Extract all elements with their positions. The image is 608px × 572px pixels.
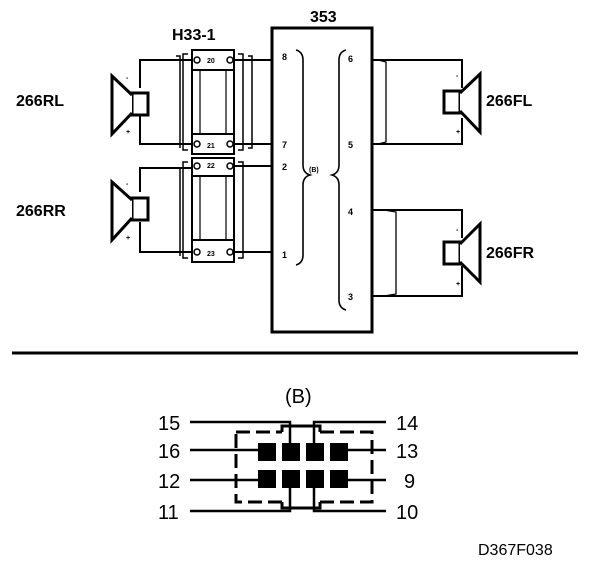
brace-right (329, 49, 347, 311)
harness-bracket (238, 161, 244, 259)
wire-rl-neg (139, 59, 193, 62)
polarity-mark: - (456, 73, 459, 80)
terminal-dot (193, 162, 201, 170)
leader-10 (312, 488, 386, 513)
unit-pin-2: 2 (282, 162, 287, 172)
harness-bracket (182, 161, 188, 259)
polarity-mark: + (126, 129, 130, 136)
pin-label-14: 14 (396, 413, 418, 435)
connector-key-bottom (280, 502, 322, 510)
wire-rr-pos (139, 222, 193, 253)
pin-label-15: 15 (158, 413, 180, 435)
connector-pin-15 (282, 443, 300, 461)
unit-353-box (270, 26, 374, 334)
terminal-dot (226, 162, 234, 170)
leader-15 (190, 420, 292, 443)
pin-label-10: 10 (396, 502, 418, 524)
speaker-rl-icon (110, 72, 150, 138)
bracket-b-label: (B) (309, 167, 319, 174)
connector-title: (B) (285, 386, 312, 408)
unit-pin-5: 5 (348, 140, 353, 150)
wire-3-to-fr (372, 266, 463, 297)
connector-outline (234, 430, 374, 504)
harness-block-upper (191, 49, 235, 155)
unit-pin-3: 3 (348, 292, 353, 302)
terminal-23: 23 (207, 251, 215, 258)
speaker-fl-icon (442, 70, 482, 136)
leader-11 (190, 488, 292, 513)
speaker-rr-label: 266RR (16, 203, 66, 220)
terminal-dot (193, 56, 201, 64)
wire-5-to-fl (372, 118, 463, 145)
connector-pin-16 (258, 443, 276, 461)
connector-pin-14 (306, 443, 324, 461)
terminal-21: 21 (207, 143, 215, 150)
pin-label-16: 16 (158, 441, 180, 463)
wire-4-to-fr (372, 209, 463, 238)
wire-rl-pos (139, 135, 193, 145)
wire-rr-neg (139, 167, 193, 192)
pin-label-9: 9 (404, 471, 415, 493)
unit-pin-8: 8 (282, 52, 287, 62)
pin-label-11: 11 (158, 502, 179, 524)
unit-pin-1: 1 (282, 250, 287, 260)
harness-bracket (248, 55, 253, 149)
connector-pin-10 (306, 470, 324, 488)
unit-pin-7: 7 (282, 140, 287, 150)
terminal-dot (226, 56, 234, 64)
terminal-22: 22 (207, 163, 215, 170)
unit-pin-4: 4 (348, 207, 353, 217)
connector-key-top (280, 424, 322, 432)
polarity-mark: + (456, 129, 460, 136)
polarity-mark: - (456, 227, 459, 234)
terminal-dot (193, 140, 201, 148)
pin-label-13: 13 (396, 441, 418, 463)
speaker-fl-label: 266FL (486, 93, 532, 110)
figure-code: D367F038 (478, 542, 553, 559)
speaker-rr-icon (110, 178, 150, 244)
wire-bracket (377, 59, 387, 145)
polarity-mark: + (126, 235, 130, 242)
unit-353-label: 353 (310, 9, 337, 26)
speaker-fr-icon (442, 220, 482, 286)
speaker-rl-label: 266RL (16, 93, 64, 110)
terminal-20: 20 (207, 58, 215, 65)
polarity-mark: + (456, 281, 460, 288)
unit-pin-6: 6 (348, 54, 353, 64)
connector-pin-11 (282, 470, 300, 488)
terminal-dot (226, 248, 234, 256)
harness-bracket (176, 55, 181, 148)
connector-pin-9 (330, 470, 348, 488)
terminal-dot (226, 140, 234, 148)
polarity-mark: - (126, 75, 129, 82)
harness-bracket (176, 167, 181, 256)
harness-block-lower (191, 157, 235, 263)
wire-6-to-fl (372, 59, 463, 88)
connector-pin-12 (258, 470, 276, 488)
harness-bracket (182, 53, 188, 151)
harness-label: H33-1 (172, 27, 216, 44)
terminal-dot (193, 248, 201, 256)
harness-bracket (238, 53, 244, 151)
polarity-mark: - (126, 181, 129, 188)
wire-bracket (383, 209, 397, 297)
connector-pin-13 (330, 443, 348, 461)
leader-14 (312, 420, 386, 443)
brace-left (295, 49, 313, 266)
speaker-fr-label: 266FR (486, 245, 534, 262)
pin-label-12: 12 (158, 471, 180, 493)
